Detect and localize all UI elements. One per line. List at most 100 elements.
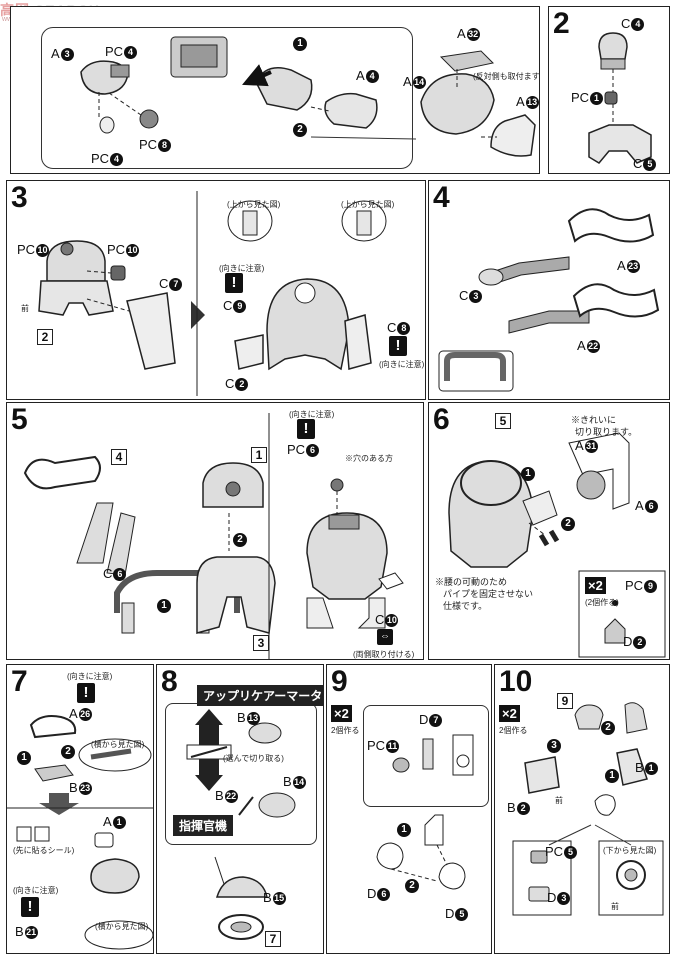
- label-c3-num: 3: [469, 290, 483, 304]
- label-d5-letter: D: [445, 906, 455, 921]
- label-a14-num: 14: [412, 76, 426, 90]
- step-5-arrow-1-glyph: 1: [157, 599, 171, 613]
- label-a31-num: 31: [584, 440, 598, 454]
- step-2-illustration: [588, 32, 652, 164]
- label-c7-letter: C: [159, 276, 169, 291]
- label-b22-num: 22: [224, 790, 238, 804]
- label-a23-num: 23: [626, 260, 640, 274]
- step-9-arrow-2: 2: [405, 875, 419, 893]
- both-sides-icon: ⇔: [377, 629, 393, 645]
- step-3-illustration: [38, 191, 387, 396]
- label-b21-num: 21: [24, 926, 38, 940]
- label-pc8-num: 8: [158, 139, 172, 153]
- label-pc10-left-num: 10: [36, 244, 50, 258]
- label-a3-num: 3: [60, 48, 74, 62]
- label-b2-letter: B: [507, 800, 516, 815]
- part-ref-box-3: 3: [253, 635, 269, 651]
- top-view-left: (上から見た図): [227, 200, 281, 209]
- part-ref-box-9: 9: [557, 693, 573, 709]
- step-9-arrow-2-glyph: 2: [405, 879, 419, 893]
- step-9-illustration: [376, 734, 474, 890]
- step-7-arrow-1: 1: [17, 747, 31, 765]
- step-1-inner-frame: [41, 27, 413, 169]
- step-1-arrow-2: 2: [293, 119, 307, 137]
- seal-note: (先に貼るシール): [13, 846, 75, 855]
- step-6-arrow-2: 2: [561, 513, 575, 531]
- label-c8-letter: C: [387, 320, 397, 335]
- label-b15-letter: B: [263, 890, 272, 905]
- front-marker-b: 前: [611, 902, 619, 911]
- label-pc9-num: 9: [644, 580, 658, 594]
- step-8-panel: 8 アップリケアーマータイプ B13 (選んで切り取る) B22 B14 指揮官…: [156, 664, 324, 954]
- label-c3-letter: C: [459, 288, 469, 303]
- label-b14-num: 14: [292, 776, 306, 790]
- step-9-arrow-1: 1: [397, 819, 411, 837]
- label-a1-num: 1: [112, 816, 126, 830]
- label-b23-letter: B: [69, 780, 78, 795]
- orientation-note-top: (向きに注意): [67, 672, 113, 681]
- step-4-illustration: [438, 208, 660, 392]
- label-pc4-top-num: 4: [124, 46, 138, 60]
- label-pc4-bottom-num: 4: [110, 153, 124, 167]
- part-ref-box-4: 4: [111, 449, 127, 465]
- label-pc1-letter: PC: [571, 90, 590, 105]
- step-6-arrow-1: 1: [521, 463, 535, 481]
- step-1-note: (反対側も取付ます): [473, 72, 540, 81]
- label-pc10-left-letter: PC: [17, 242, 36, 257]
- label-c8-num: 8: [397, 322, 411, 336]
- step-8-illustration: [186, 709, 296, 940]
- label-b13-num: 13: [246, 712, 260, 726]
- label-a32-letter: A: [457, 26, 466, 41]
- step-9-number: 9: [331, 665, 348, 698]
- label-b1-letter: B: [635, 760, 644, 775]
- label-pc5-letter: PC: [545, 844, 564, 859]
- side-view-note-top: (横から見た図): [91, 740, 145, 749]
- label-c6-letter: C: [103, 566, 113, 581]
- step-6-arrow-2-glyph: 2: [561, 517, 575, 531]
- label-pc11-letter: PC: [367, 738, 386, 753]
- quantity-note-9: 2個作る: [331, 726, 360, 735]
- warning-icon-bottom: !: [21, 897, 39, 917]
- front-marker-a: 前: [555, 796, 563, 805]
- waist-note-line-3: 仕様です。: [443, 601, 488, 611]
- label-c5-num: 5: [643, 158, 657, 172]
- waist-note-line-1: ※腰の可動のため: [435, 577, 508, 587]
- warning-icon: !: [297, 419, 315, 439]
- part-ref-box-7: 7: [265, 931, 281, 947]
- label-d5-num: 5: [455, 908, 469, 922]
- step-10-arrow-3: 3: [547, 735, 561, 753]
- step-1-arrow-1: 1: [293, 33, 307, 51]
- label-pc6-num: 6: [306, 444, 320, 458]
- label-a13-letter: A: [516, 94, 525, 109]
- orientation-note-right: (向きに注意): [379, 360, 425, 369]
- warning-icon-right: !: [389, 336, 407, 356]
- quantity-badge: ×2: [585, 577, 606, 594]
- step-3-number: 3: [11, 181, 28, 214]
